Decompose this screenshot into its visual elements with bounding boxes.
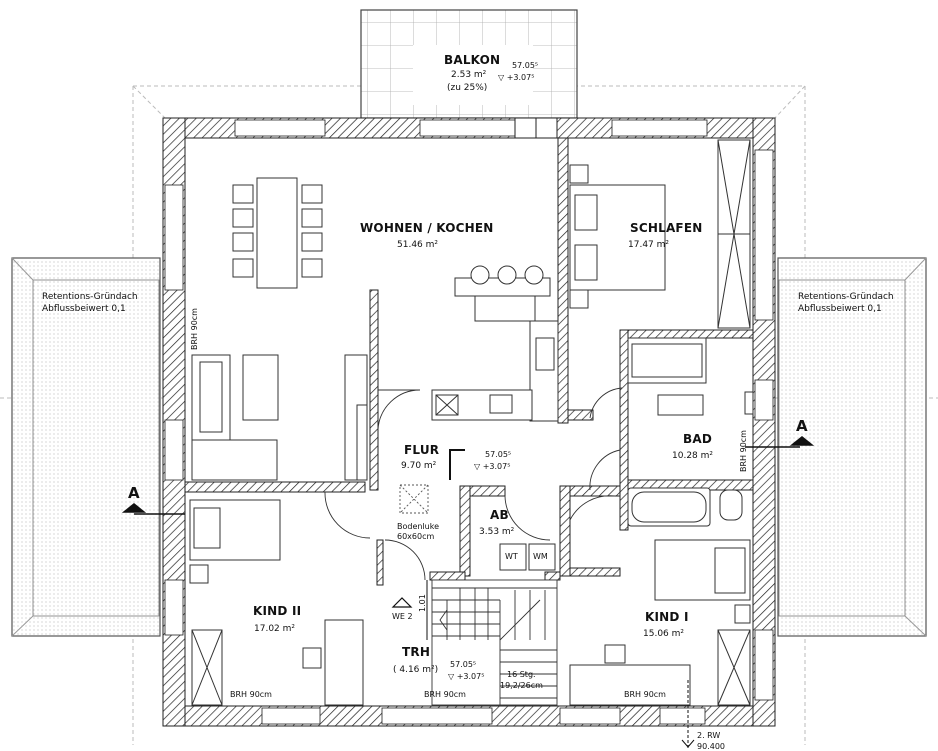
brh-label-left: BRH 90cm (190, 308, 199, 350)
level-top-balkon: 57.05⁵ (512, 61, 539, 70)
section-label-left: A (128, 484, 140, 502)
room-name-bad: BAD (683, 432, 712, 446)
dim-label-101: 1.01 (418, 594, 427, 612)
room-area-ab: 3.53 m² (479, 527, 515, 537)
room-area-kind2: 17.02 m² (254, 624, 296, 634)
green-roof-right (777, 257, 927, 637)
section-marker-left (121, 503, 185, 515)
stairs-label-1: 16 Stg. (507, 670, 536, 679)
room-name-ab: AB (490, 508, 509, 522)
sofa (191, 354, 368, 481)
bodenluke-label-2: 60x60cm (397, 532, 435, 541)
bathroom-fixtures (627, 337, 754, 527)
level-bottom-trh: ▽ +3.07⁵ (448, 672, 485, 681)
brh-label-trh: BRH 90cm (424, 690, 466, 699)
retention-label-right-1: Retentions-Gründach (798, 292, 894, 302)
level-top-trh: 57.05⁵ (450, 660, 477, 669)
room-area-wohnen: 51.46 m² (397, 240, 439, 250)
level-bottom-balkon: ▽ +3.07⁵ (498, 73, 535, 82)
room-area-balkon: 2.53 m² (451, 70, 487, 80)
room-note-balkon: (zu 25%) (447, 83, 488, 93)
stairs-label-2: 19,2/26cm (500, 681, 543, 690)
bed-main (569, 139, 751, 329)
interior-walls (184, 137, 754, 586)
room-name-wohnen: WOHNEN / KOCHEN (360, 221, 494, 235)
section-label-right: A (796, 417, 808, 435)
brh-label-bad: BRH 90cm (739, 430, 748, 472)
room-name-flur: FLUR (404, 443, 440, 457)
ab-wt-label: WT (505, 552, 518, 561)
room-name-trh: TRH (402, 645, 431, 659)
we2-marker (391, 597, 413, 608)
ab-wm-label: WM (533, 552, 548, 561)
retention-label-left-1: Retentions-Gründach (42, 292, 138, 302)
flur-level-line (449, 449, 465, 480)
room-area-kind1: 15.06 m² (643, 629, 685, 639)
kind1-furniture (569, 539, 751, 706)
kind2-furniture (189, 499, 364, 706)
room-name-balkon: BALKON (444, 53, 501, 67)
door-swings (324, 387, 623, 581)
retention-label-right-2: Abflussbeiwert 0,1 (798, 304, 882, 314)
room-name-kind2: KIND II (253, 604, 302, 618)
bodenluke (399, 484, 429, 514)
room-area-flur: 9.70 m² (401, 461, 437, 471)
room-area-trh: ( 4.16 m²) (393, 665, 439, 675)
room-area-bad: 10.28 m² (672, 451, 714, 461)
dining-table (232, 177, 323, 289)
bodenluke-label-1: Bodenluke (397, 522, 440, 531)
staircase (431, 579, 558, 706)
room-name-schlafen: SCHLAFEN (630, 221, 703, 235)
kitchen (431, 265, 559, 422)
ab-appliances (499, 543, 556, 571)
section-marker-right (745, 436, 815, 448)
room-name-kind1: KIND I (645, 610, 689, 624)
rw-label: 2. RW (697, 731, 721, 740)
window-openings (164, 119, 774, 725)
brh-label-kind2: BRH 90cm (230, 690, 272, 699)
we2-label: WE 2 (392, 612, 413, 621)
level-bottom-flur: ▽ +3.07⁵ (474, 462, 511, 471)
green-roof-left (11, 257, 161, 637)
rw-value: 90.400 (697, 742, 725, 751)
brh-label-kind1: BRH 90cm (624, 690, 666, 699)
retention-label-left-2: Abflussbeiwert 0,1 (42, 304, 126, 314)
room-area-schlafen: 17.47 m² (628, 240, 670, 250)
level-top-flur: 57.05⁵ (485, 450, 512, 459)
